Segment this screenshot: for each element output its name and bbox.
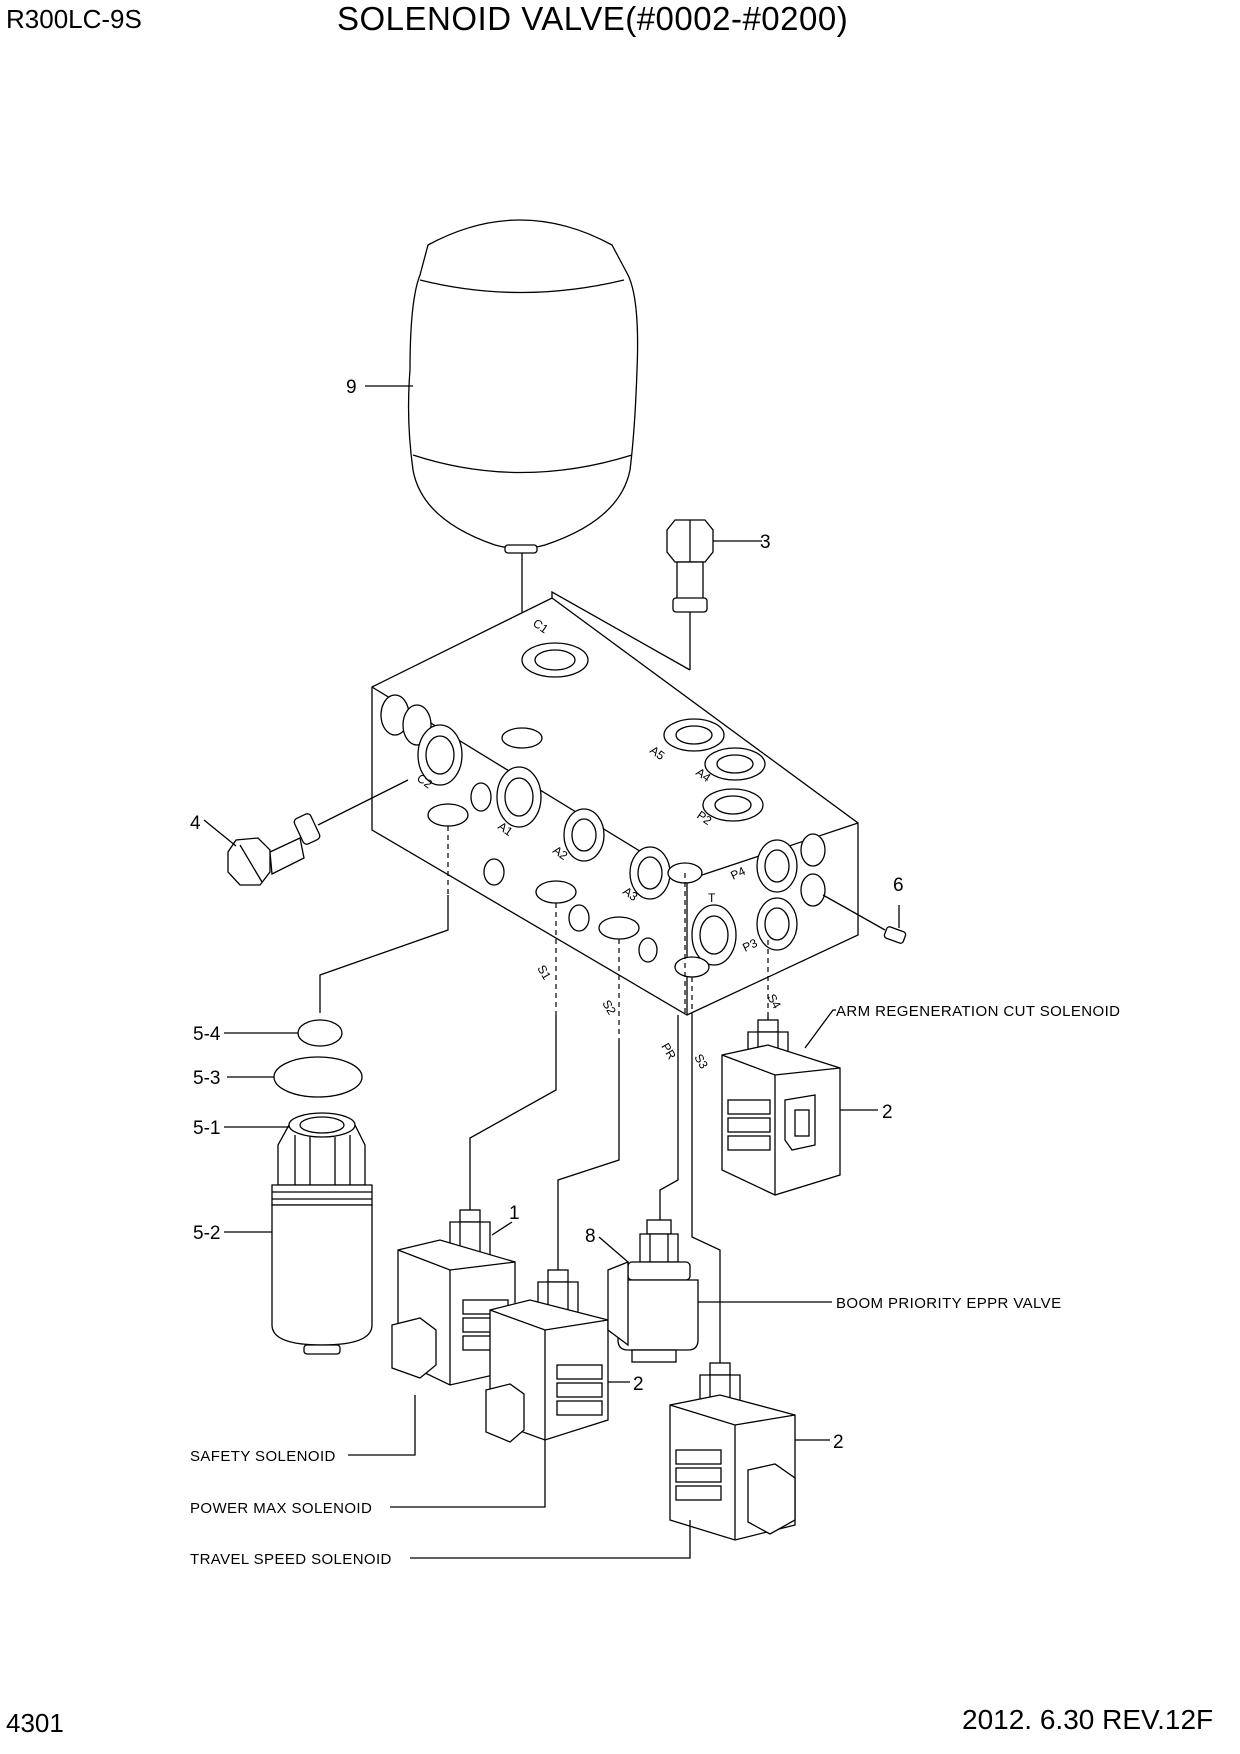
model-number: R300LC-9S [6,4,142,34]
callout-5-1: 5-1 [193,1118,220,1139]
port-label-s2: S2 [599,998,619,1018]
port-label-s3: S3 [691,1052,711,1072]
link-cartridge [319,895,449,1013]
label-boom-priority-eppr-valve: BOOM PRIORITY EPPR VALVE [836,1295,1062,1312]
label-power-max-solenoid: POWER MAX SOLENOID [190,1500,372,1517]
o-ring-part-5-4 [297,1019,343,1047]
port-label-s1: S1 [534,963,554,983]
page-title: SOLENOID VALVE(#0002-#0200) [337,0,849,37]
o-ring-part-5-3 [273,1056,363,1098]
callout-2-arm-regeneration: 2 [882,1102,893,1123]
leader-travel-speed [410,1520,691,1559]
port-label-s4: S4 [764,992,784,1012]
solenoid-part-2-arm-regeneration [721,1019,841,1196]
label-safety-solenoid: SAFETY SOLENOID [190,1448,336,1465]
revision-date: 2012. 6.30 REV.12F [962,1704,1214,1735]
leader-8 [598,1236,629,1263]
port-label-t: T [708,891,716,905]
callout-2-power-max: 2 [633,1374,644,1395]
page-number: 4301 [6,1708,64,1738]
label-arm-regeneration-cut-solenoid: ARM REGENERATION CUT SOLENOID [836,1003,1120,1020]
plug-part-4 [227,779,409,886]
leader-4 [203,819,237,847]
eppr-valve-part-8 [607,1219,699,1363]
callout-5-3: 5-3 [193,1068,220,1089]
label-travel-speed-solenoid: TRAVEL SPEED SOLENOID [190,1551,392,1568]
accumulator-part-9 [407,219,639,554]
link-s1 [469,1015,557,1210]
callout-1: 1 [509,1203,520,1224]
port-label-pr: PR [658,1041,679,1063]
callout-2-travel-speed: 2 [833,1432,844,1453]
manifold-block [371,590,859,1016]
cartridge-part-5 [271,1112,373,1355]
leader-safety [348,1395,416,1456]
callout-5-2: 5-2 [193,1223,220,1244]
leader-power-max [390,1440,546,1508]
callout-8: 8 [585,1226,596,1247]
callout-4: 4 [190,813,201,834]
callout-3: 3 [760,532,771,553]
link-s3 [691,1015,721,1365]
leader-arm-regeneration [804,1009,836,1049]
plug-part-3 [666,519,714,670]
plug-part-6 [822,894,907,944]
port-label-p4: P4 [728,864,748,883]
port-label-p3: P3 [740,936,760,955]
solenoid-part-2-power-max [485,1269,609,1443]
solenoid-part-2-travel-speed [669,1362,796,1541]
callout-9: 9 [346,377,357,398]
callout-5-4: 5-4 [193,1024,221,1045]
callout-6: 6 [893,875,904,896]
leader-1 [491,1221,513,1236]
link-pr [659,1015,679,1220]
link-s2 [557,1040,620,1270]
